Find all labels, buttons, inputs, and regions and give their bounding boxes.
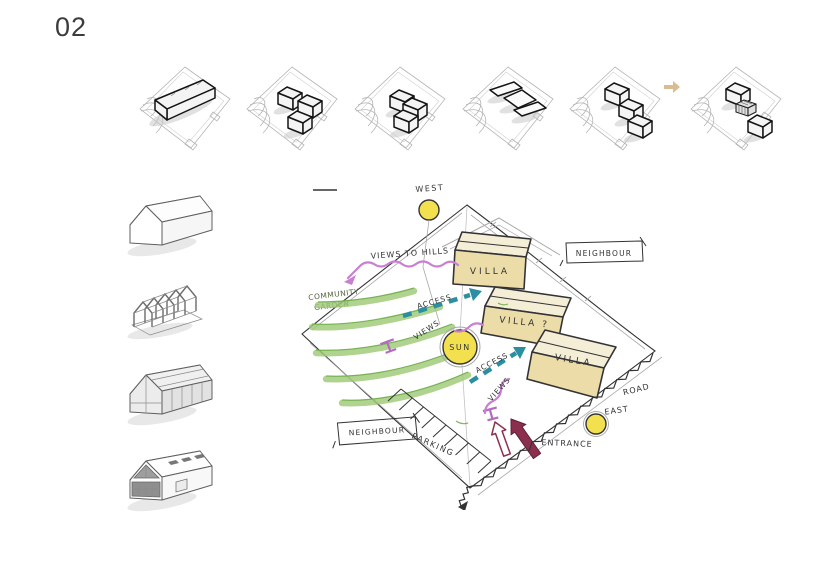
label-neighbour-right: NEIGHBOUR xyxy=(576,249,632,258)
neighbour-right-box: NEIGHBOUR xyxy=(559,236,647,267)
mini-greenhouse xyxy=(735,99,757,117)
neighbour-left-box: NEIGHBOUR xyxy=(332,412,420,449)
access-arrow-lower: ACCESS xyxy=(468,347,526,384)
concept-model-glazed-greenhouse xyxy=(127,364,213,426)
massing-step-4 xyxy=(462,66,554,151)
label-entrance: ENTRANCE xyxy=(541,438,593,449)
label-sun: SUN xyxy=(449,343,470,352)
entrance-arrow: ENTRANCE xyxy=(490,418,593,460)
concept-model-solid-gable-volume xyxy=(127,195,213,257)
page-number: 02 xyxy=(55,12,88,42)
villa-bottom-volume: VILLA xyxy=(526,329,617,399)
site-plan-sketch: WEST VILLA VILLA ? VILLA xyxy=(301,183,663,510)
massing-step-6 xyxy=(690,66,782,151)
arrow-right-icon xyxy=(664,81,680,93)
tail-arrow xyxy=(458,501,468,510)
massing-step-1 xyxy=(139,66,231,151)
label-views-to-hills: VIEWS TO HILLS xyxy=(370,246,449,260)
garden-terraces xyxy=(308,287,509,425)
label-views-b: VIEWS xyxy=(486,375,512,403)
views-line-low xyxy=(483,377,511,415)
views-line-mid xyxy=(453,322,485,333)
concept-model-clad-house-with-openings xyxy=(127,450,213,512)
label-neighbour-left: NEIGHBOUR xyxy=(349,425,406,437)
massing-step-2 xyxy=(246,66,338,151)
road-edge-zigzag xyxy=(471,352,654,487)
site-tail-zigzag xyxy=(458,485,473,507)
bench-icon xyxy=(379,338,397,354)
sun-west-icon xyxy=(418,199,440,221)
label-villa-top: VILLA xyxy=(470,267,510,277)
massing-step-5 xyxy=(569,66,661,151)
label-east: EAST xyxy=(604,404,630,416)
site-boundary xyxy=(301,204,656,489)
label-west: WEST xyxy=(415,183,444,194)
views-hills-arrow xyxy=(346,260,460,280)
sun-centre: SUN xyxy=(439,326,481,368)
sun-east-icon xyxy=(585,413,607,435)
villa-top-volume: VILLA xyxy=(452,231,532,290)
massing-step-3 xyxy=(354,66,446,151)
concept-model-gable-frame-structure xyxy=(127,284,203,340)
